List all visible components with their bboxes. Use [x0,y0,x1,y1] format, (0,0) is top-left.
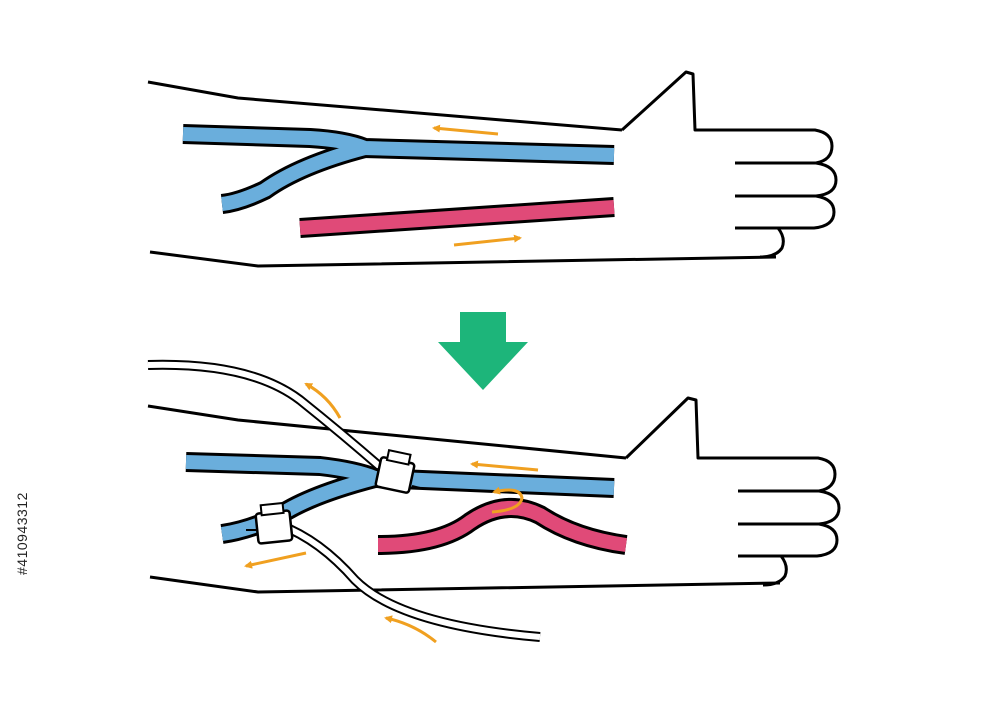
clamp-icon [375,450,420,493]
stock-id-label: #410943312 [12,474,32,594]
after-panel [148,365,839,642]
arm-outline [148,406,626,458]
vein [183,134,614,204]
flow-arrow-icon [454,238,520,245]
arm-outline-lower [150,252,776,266]
arm-outline-lower [150,577,780,592]
flow-arrow-icon [434,128,498,134]
artery-anastomosis [378,508,626,545]
artery [300,207,614,228]
down-arrow-icon [438,312,528,390]
flow-arrow-icon [246,553,306,566]
before-panel [148,72,836,266]
flow-arrow-icon [472,464,538,470]
arm-outline [148,82,622,130]
